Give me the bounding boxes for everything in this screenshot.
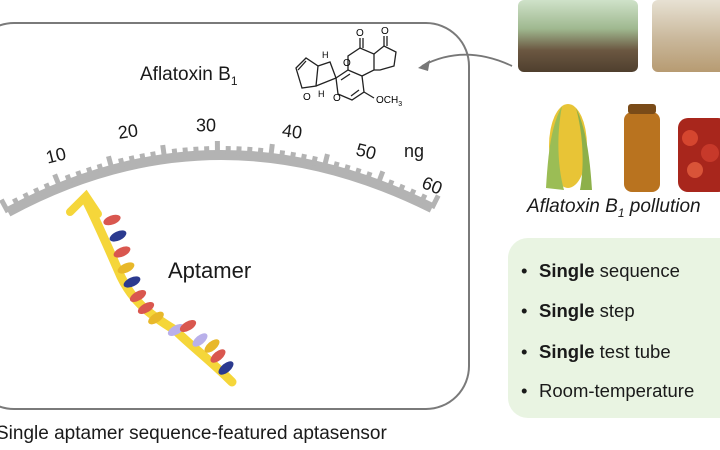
- gauge-tick: [332, 161, 340, 172]
- gauge-tick: [52, 173, 63, 189]
- gauge-tick: [106, 155, 115, 171]
- gauge-tick: [86, 166, 94, 177]
- aptamer-base: [137, 302, 155, 314]
- gauge-tick: [246, 146, 253, 157]
- gauge-tick: [12, 197, 21, 208]
- aptamer-label: Aptamer: [168, 258, 252, 283]
- hydrogen-1: H: [322, 50, 329, 60]
- food-photos: [546, 104, 720, 192]
- aptasensor-panel: [0, 22, 470, 410]
- carbonyl-o-2: O: [381, 26, 389, 37]
- gauge-tick: [96, 163, 105, 174]
- gauge-unit: ng: [404, 141, 425, 161]
- gauge-tick: [375, 170, 386, 186]
- aptamer-base: [179, 320, 197, 332]
- aptamer-base: [148, 311, 164, 325]
- gauge-tick: [33, 187, 42, 198]
- gauge-tick: [22, 192, 31, 203]
- aptamer-strand-tip: [66, 189, 102, 218]
- gauge-tick: [386, 179, 395, 190]
- gauge-tick: [418, 193, 428, 204]
- gauge-tick: [310, 155, 318, 166]
- pollution-caption: Aflatoxin B1 pollution: [527, 196, 701, 220]
- gauge-tick: [118, 157, 126, 168]
- gauge-tick: [182, 147, 189, 157]
- aptamer-base: [167, 324, 185, 336]
- gauge-tick: [343, 164, 351, 175]
- aptamer-base: [109, 230, 127, 242]
- gauge-tick: [278, 150, 286, 160]
- gauge-tick: [150, 151, 157, 161]
- gauge-tick: [364, 171, 373, 182]
- aptamer-bases: [103, 214, 234, 375]
- aptamer-base: [204, 339, 220, 353]
- ring-o-3: O: [343, 58, 351, 69]
- aptamer-base: [129, 290, 147, 302]
- gauge-tick: [257, 147, 264, 158]
- gauge-tick-label: 40: [280, 120, 304, 143]
- ring-o-1: O: [303, 92, 311, 103]
- gauge-tick: [353, 167, 362, 178]
- gauge-tick: [429, 194, 441, 210]
- hydrogen-2: H: [318, 89, 325, 99]
- ring-o-2: O: [333, 93, 341, 104]
- gauge-tick: [408, 188, 417, 199]
- feature-item: •Single sequence: [521, 260, 680, 281]
- aptamer-base: [192, 333, 208, 347]
- aptamer-base: [210, 349, 226, 363]
- aptamer-base: [117, 262, 135, 274]
- methoxy-group: OCH3: [376, 95, 402, 108]
- storage-photo: [652, 0, 720, 72]
- gauge-tick-label: 20: [116, 120, 140, 143]
- carbonyl-o-1: O: [356, 28, 364, 39]
- gauge-tick: [43, 182, 52, 193]
- gauge-tick: [139, 153, 147, 163]
- gauge-tick: [321, 153, 330, 169]
- gauge-tick: [0, 198, 11, 214]
- gauge-tick: [397, 183, 406, 195]
- gauge-tick: [289, 151, 296, 162]
- gauge-tick: [193, 146, 199, 156]
- gauge-tick: [171, 148, 178, 158]
- field-photo: [518, 0, 638, 72]
- aptamer-base: [113, 246, 131, 258]
- aptamer-base: [218, 361, 234, 375]
- gauge-tick: [160, 144, 168, 160]
- left-caption: Single aptamer sequence-featured aptasen…: [0, 423, 387, 444]
- gauge-tick: [268, 143, 275, 159]
- oil-jar-icon: [624, 112, 660, 192]
- features-box: •Single sequence •Single step •Single te…: [508, 238, 720, 418]
- aptamer-base: [103, 214, 121, 226]
- aflatoxin-molecule: [295, 36, 397, 101]
- aptamer-base: [123, 276, 141, 288]
- gauge-ticks: [0, 140, 441, 214]
- gauge-tick: [300, 153, 307, 164]
- molecule-title: Aflatoxin B1: [140, 64, 238, 88]
- gauge-tick-label: 30: [195, 115, 217, 136]
- gauge-tick: [75, 170, 84, 181]
- feature-item: •Single test tube: [521, 341, 671, 362]
- feature-item: •Single step: [521, 300, 635, 321]
- gauge-tick: [64, 174, 73, 185]
- corn-husk-icon: [546, 106, 564, 190]
- feature-item: •Room-temperature: [521, 380, 695, 401]
- gauge-tick: [128, 155, 136, 166]
